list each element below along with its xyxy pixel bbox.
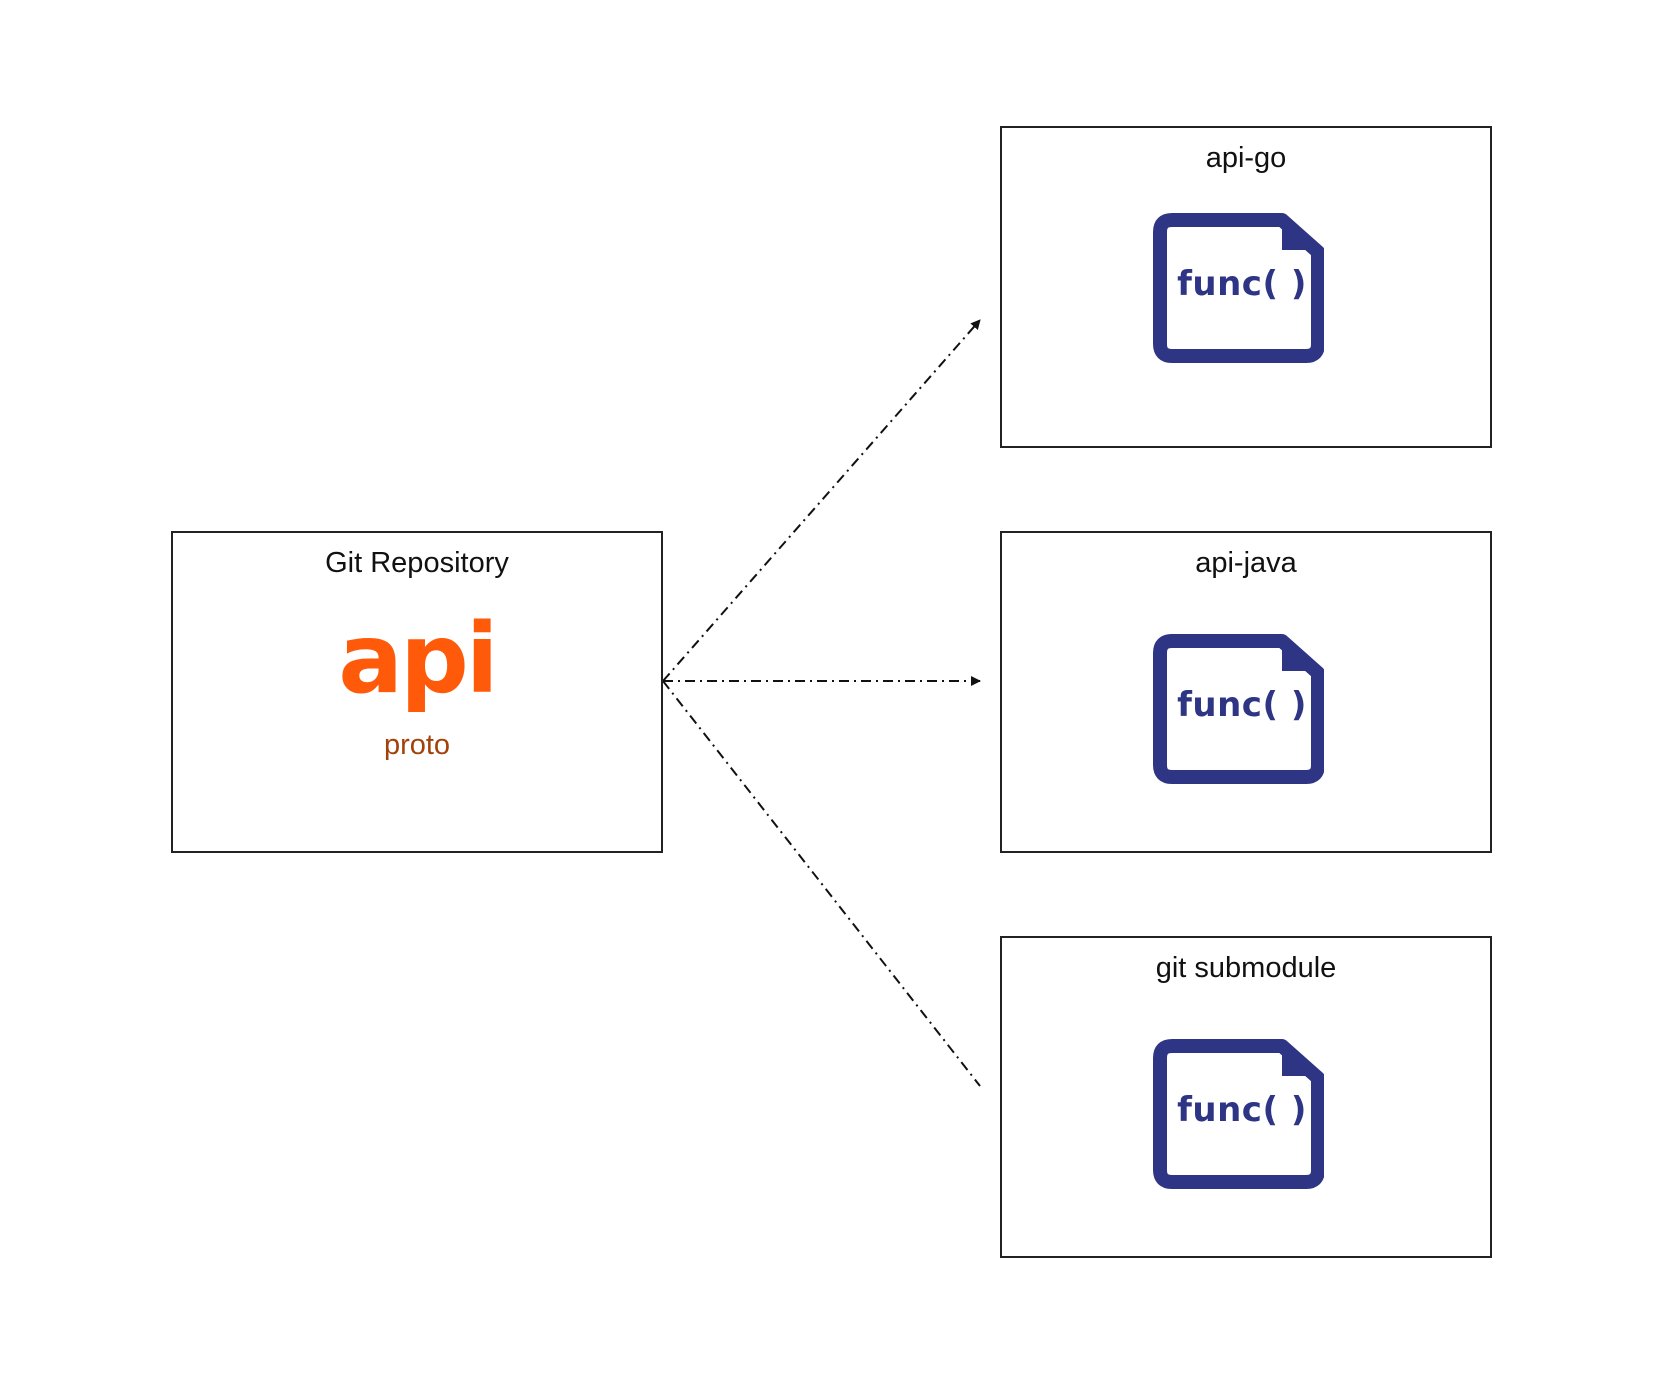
code-file-icon: func( ) — [1152, 1038, 1325, 1190]
api-java-box: api-java func( ) — [1000, 531, 1492, 853]
git-repository-box: Git Repository api proto — [171, 531, 663, 853]
code-file-icon: func( ) — [1152, 633, 1325, 785]
api-go-title: api-go — [1205, 142, 1287, 174]
line-to-git-submodule — [662, 680, 981, 1087]
git-repository-title: Git Repository — [325, 547, 509, 579]
api-logo: api — [338, 603, 498, 715]
func-icon-label: func( ) — [1177, 685, 1307, 725]
func-icon-label: func( ) — [1177, 1090, 1307, 1130]
api-java-title: api-java — [1195, 547, 1297, 579]
code-file-icon: func( ) — [1152, 212, 1325, 364]
func-icon-label: func( ) — [1177, 264, 1307, 304]
api-logo-subtitle: proto — [383, 729, 451, 761]
git-submodule-title: git submodule — [1155, 952, 1337, 984]
api-go-box: api-go func( ) — [1000, 126, 1492, 448]
arrow-to-api-go — [662, 319, 981, 682]
git-submodule-box: git submodule func( ) — [1000, 936, 1492, 1258]
